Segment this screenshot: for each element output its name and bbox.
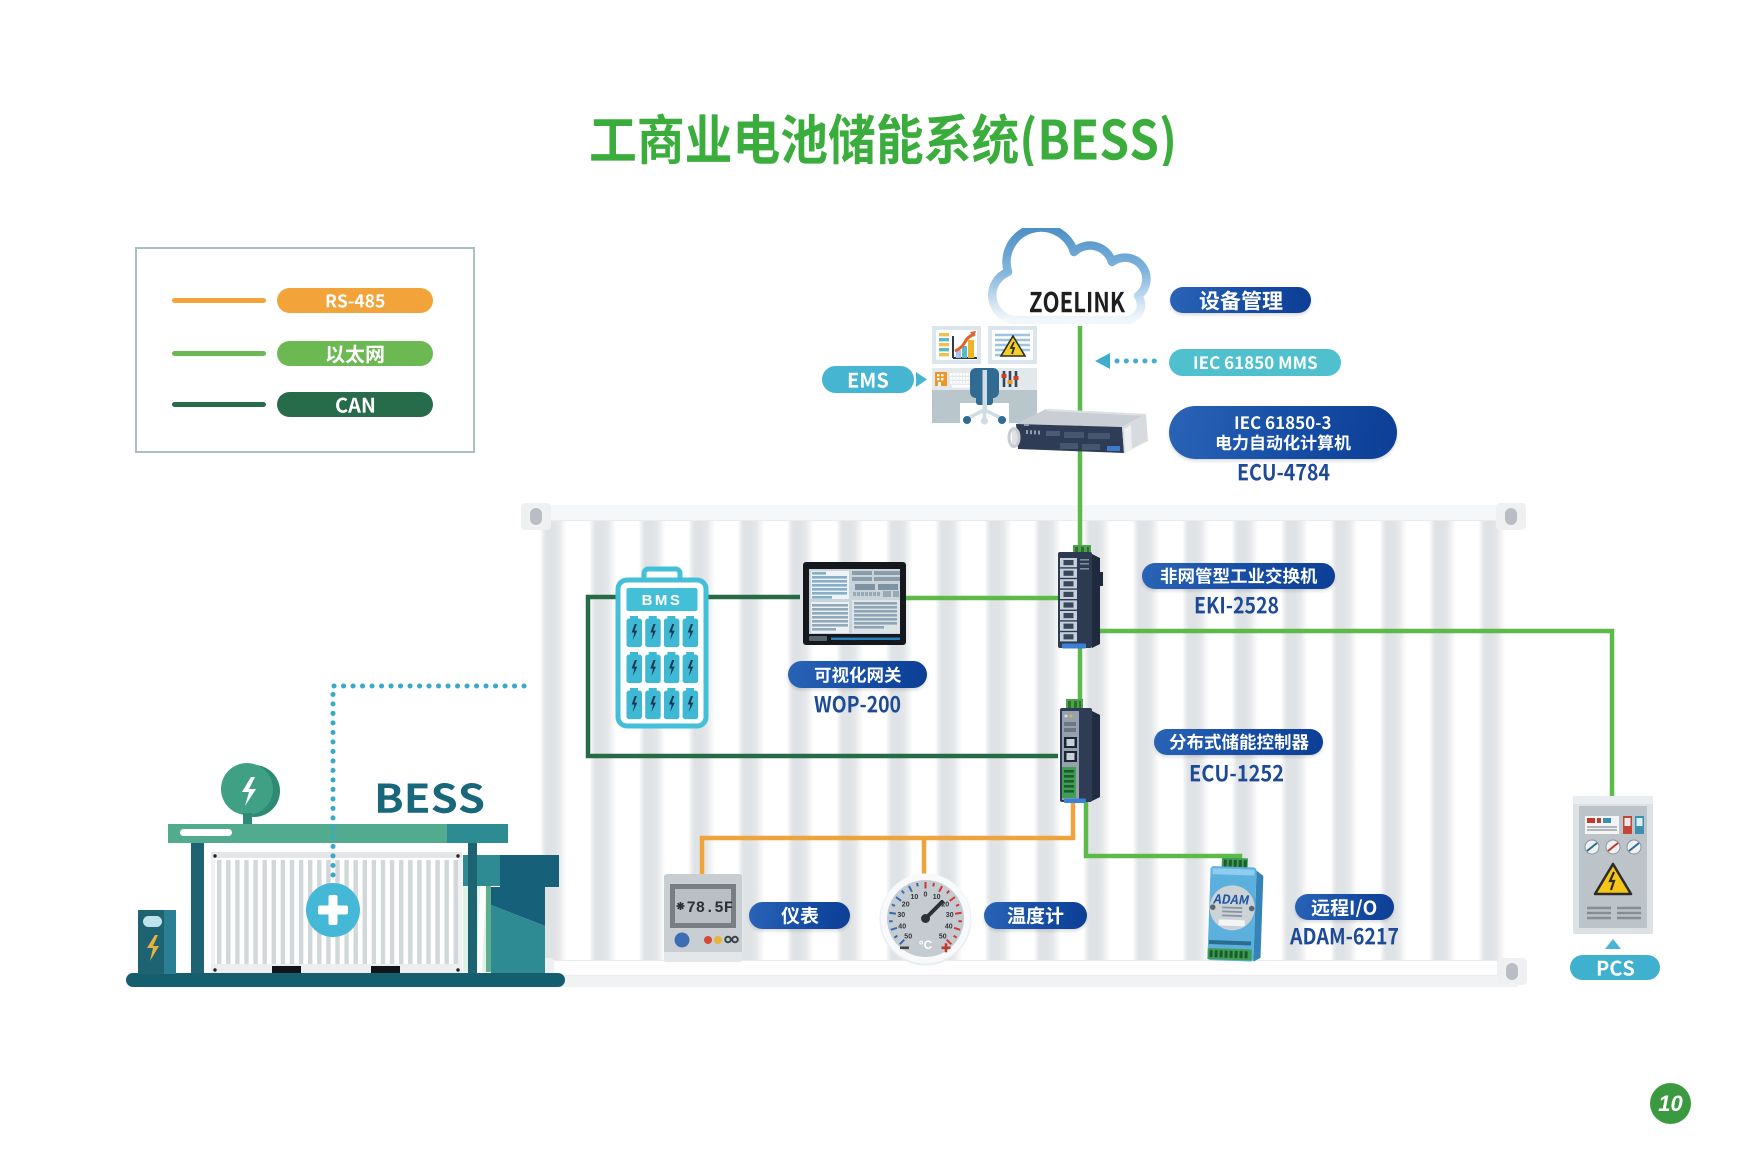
svg-text:50: 50 xyxy=(904,933,912,940)
svg-text:°C: °C xyxy=(919,938,933,952)
svg-text:10: 10 xyxy=(933,894,941,901)
svg-text:30: 30 xyxy=(897,912,905,919)
svg-text:50: 50 xyxy=(939,933,947,940)
svg-text:40: 40 xyxy=(945,924,953,931)
svg-text:20: 20 xyxy=(941,902,949,909)
svg-text:BMS: BMS xyxy=(642,592,683,609)
svg-text:30: 30 xyxy=(946,912,954,919)
svg-text:20: 20 xyxy=(902,902,910,909)
svg-text:40: 40 xyxy=(898,924,906,931)
svg-text:10: 10 xyxy=(911,894,919,901)
svg-text:0: 0 xyxy=(924,892,928,899)
svg-text:78.5F: 78.5F xyxy=(687,899,734,917)
